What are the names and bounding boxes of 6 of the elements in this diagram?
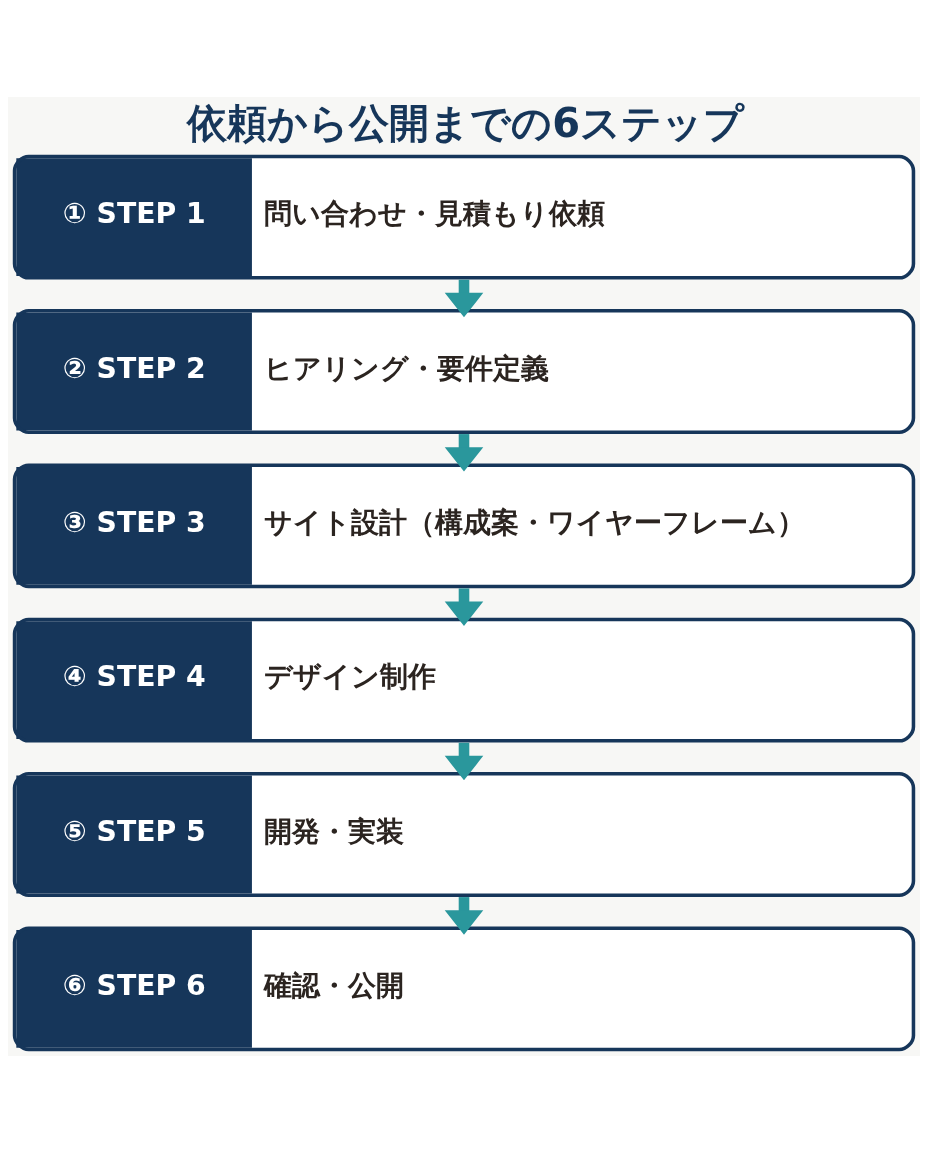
arrow bbox=[444, 433, 484, 472]
arrow bbox=[444, 896, 484, 935]
arrow bbox=[444, 279, 484, 317]
arrow bbox=[444, 587, 484, 626]
diagram-title: 依頼から公開までの6ステップ bbox=[187, 99, 745, 146]
arrow bbox=[444, 742, 484, 780]
